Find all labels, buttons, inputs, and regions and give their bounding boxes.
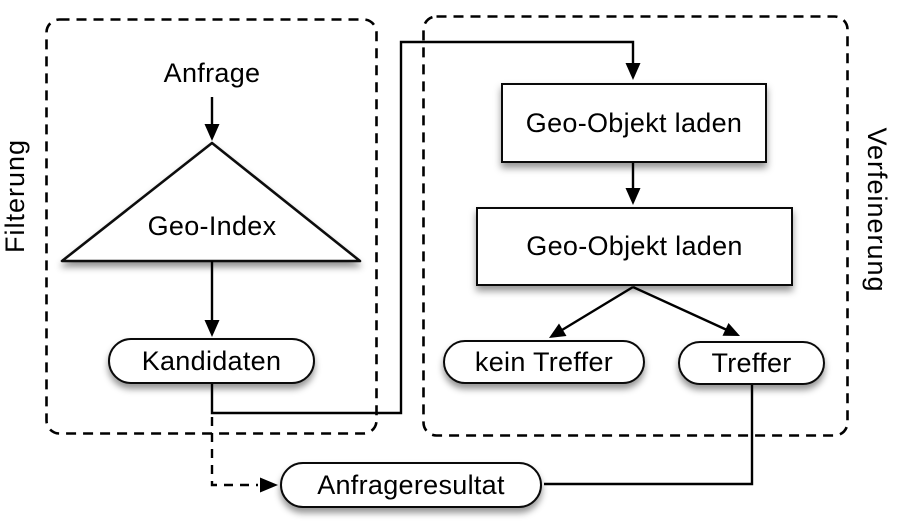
group-label-verfeinerung: Verfeinerung bbox=[862, 127, 892, 293]
edge-kandidaten-geoobjekt1 bbox=[210, 40, 635, 415]
group-frame-verfeinerung bbox=[422, 15, 849, 437]
node-geo-objekt-laden-1: Geo-Objekt laden bbox=[501, 83, 767, 163]
node-anfrageresultat: Anfrageresultat bbox=[280, 462, 542, 508]
node-geo-objekt-laden-2: Geo-Objekt laden bbox=[476, 207, 793, 286]
geo-index-triangle bbox=[60, 141, 362, 263]
edge-treffer-anfrageresultat bbox=[544, 385, 754, 486]
group-label-filterung: Filterung bbox=[0, 138, 30, 254]
arrowhead-geoobjekt2-keintreffer bbox=[549, 323, 567, 338]
arrowhead-kandidaten-geoobjekt1 bbox=[625, 63, 641, 80]
edge-geoobjekt2-treffer bbox=[632, 285, 728, 332]
node-anfrage: Anfrage bbox=[163, 57, 261, 88]
arrowhead-geoobjekt1-geoobjekt2 bbox=[625, 188, 641, 205]
node-treffer: Treffer bbox=[678, 341, 825, 385]
node-kein-treffer: kein Treffer bbox=[443, 340, 645, 384]
arrowhead-geoobjekt2-treffer bbox=[722, 323, 740, 336]
arrowhead-anfrage-geoindex bbox=[204, 124, 220, 141]
edge-geoobjekt2-keintreffer bbox=[561, 285, 634, 332]
edge-kandidaten-anfrageresultat-dashed bbox=[210, 417, 258, 487]
arrowhead-kandidaten-anfrageresultat bbox=[260, 477, 278, 493]
node-kandidaten: Kandidaten bbox=[108, 338, 315, 384]
arrowhead-geoindex-kandidaten bbox=[204, 320, 220, 337]
node-geo-index-label: Geo-Index bbox=[147, 210, 277, 241]
